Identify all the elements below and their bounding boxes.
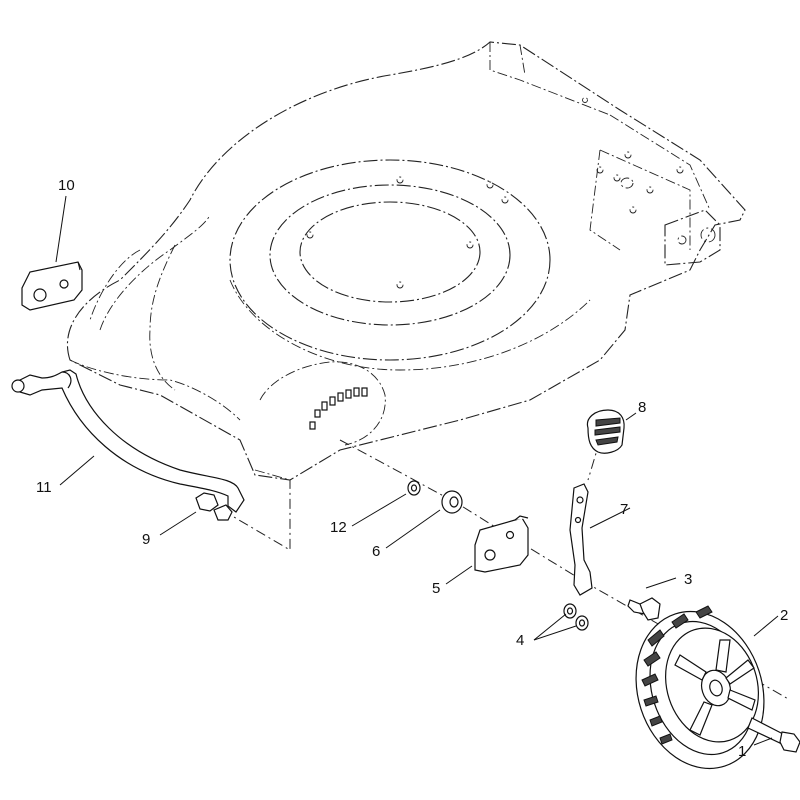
part-12-washer — [407, 480, 421, 496]
callout-1: 1 — [738, 743, 746, 760]
callout-10: 10 — [58, 177, 75, 194]
callout-8: 8 — [638, 399, 646, 416]
callout-9: 9 — [142, 531, 150, 548]
part-2-wheel — [635, 605, 765, 770]
callout-7: 7 — [620, 501, 628, 518]
callout-leaders — [55, 195, 779, 746]
part-6-spacer — [441, 490, 463, 514]
part-11-axle-rod — [11, 369, 245, 513]
part-8-adjuster-knob — [586, 409, 625, 454]
part-7-height-lever — [569, 483, 593, 596]
callout-labels: 1 2 3 4 5 6 7 8 9 10 11 12 — [36, 177, 788, 760]
callout-12: 12 — [330, 519, 347, 536]
mower-deck-outline — [66, 41, 746, 481]
part-10-bracket — [21, 261, 83, 311]
callout-11: 11 — [36, 479, 52, 496]
callout-5: 5 — [432, 580, 440, 597]
rear-link-centerline — [221, 480, 291, 551]
callout-6: 6 — [372, 543, 380, 560]
part-4-washers — [563, 603, 589, 631]
part-9-flange-nut — [195, 492, 233, 521]
callout-2: 2 — [780, 607, 788, 624]
deck-adjust-slots — [309, 387, 368, 430]
callout-3: 3 — [684, 571, 692, 588]
callout-4: 4 — [516, 632, 524, 649]
part-3-bolt — [627, 597, 661, 621]
part-1-shoulder-bolt — [747, 717, 800, 753]
part-5-wheel-bracket — [474, 515, 529, 573]
rear-axle-bracket-phantom — [664, 209, 721, 266]
